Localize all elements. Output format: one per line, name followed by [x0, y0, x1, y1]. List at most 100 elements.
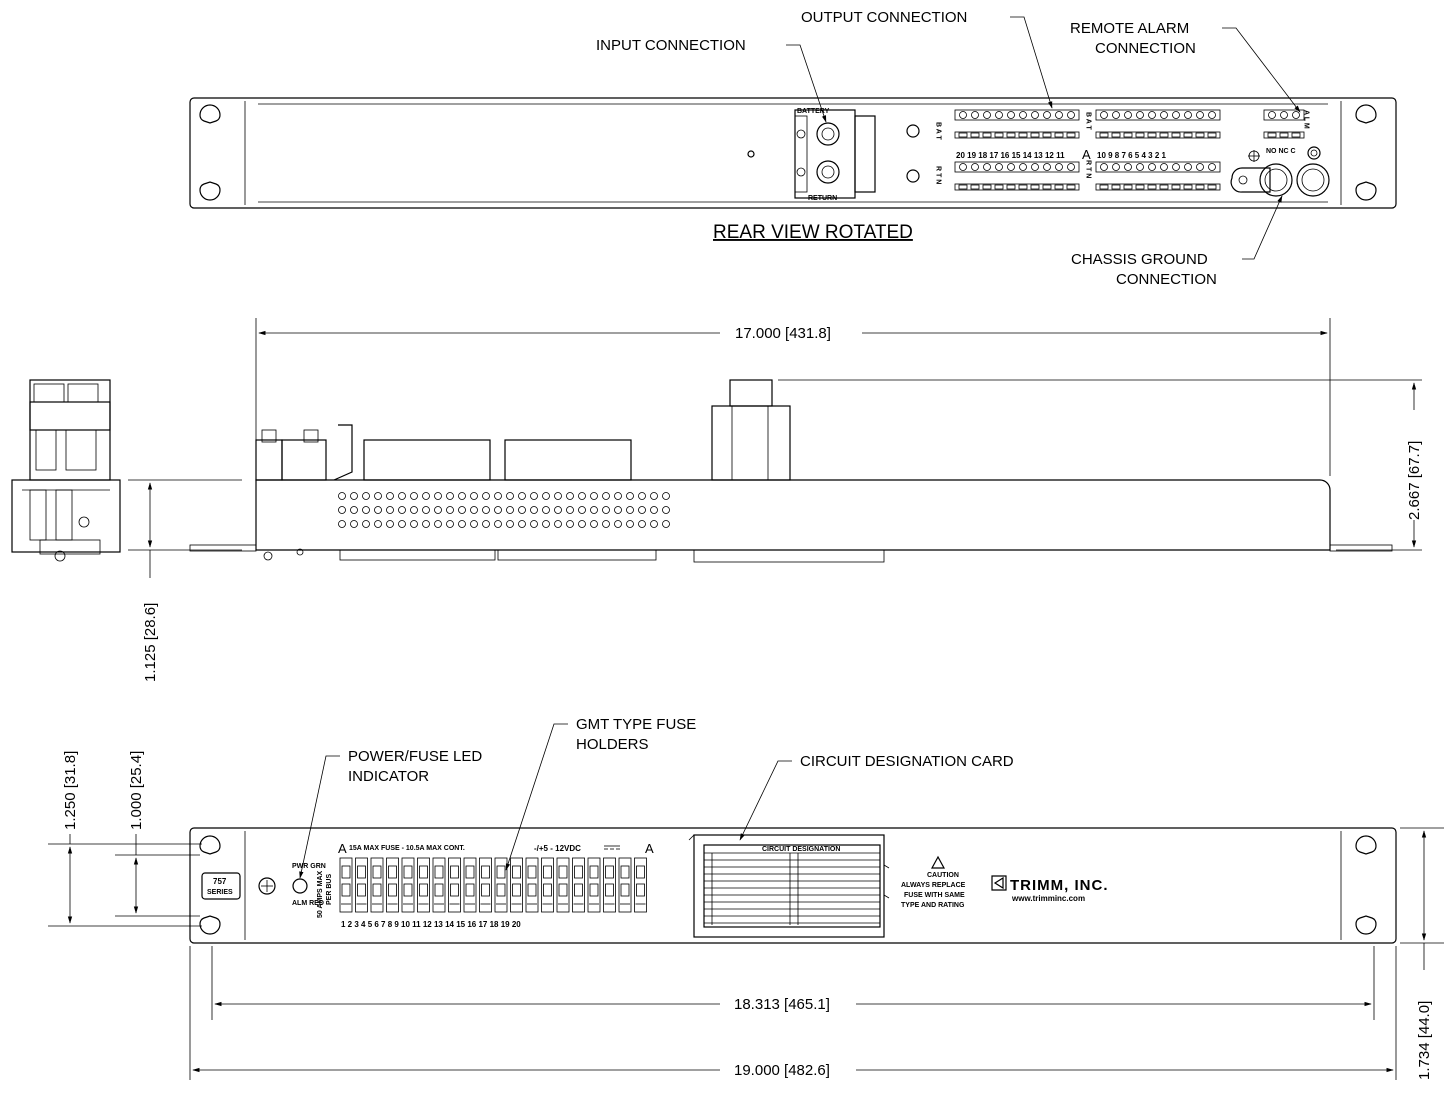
mount-slot [1355, 835, 1377, 855]
fuse-holder-window [636, 865, 645, 879]
card-rows [704, 852, 880, 925]
fuse-holder-window [636, 883, 645, 897]
led-callout-2: INDICATOR [348, 768, 429, 785]
front-view: 757 SERIES PWR GRN ALM RED 50 AMPS MAX P… [48, 716, 1444, 1080]
input-terminal-block: BATTERY RETURN [794, 108, 876, 202]
vent-hole [398, 506, 406, 514]
terminal-screw [1007, 111, 1015, 119]
terminal-screw [983, 163, 991, 171]
terminal-slot [1054, 132, 1064, 138]
terminal-wire-row [954, 183, 1080, 191]
mount-slot [199, 104, 221, 124]
vent-hole [638, 506, 646, 514]
terminal-slot [982, 132, 992, 138]
vent-hole [602, 492, 610, 500]
terminal-screw-row [1263, 109, 1305, 121]
front-panel-outline [189, 827, 1397, 944]
fuse-holder [634, 857, 647, 913]
fuse-holder [618, 857, 632, 913]
vent-hole [398, 520, 406, 528]
vent-hole [650, 492, 658, 500]
fuse-holder-window [620, 865, 630, 879]
fuse-callout-2: HOLDERS [576, 736, 649, 753]
fuse-holder [417, 857, 430, 913]
vent-hole [350, 492, 358, 500]
vent-hole [458, 520, 466, 528]
vent-hole [542, 520, 550, 528]
trimm-logo-icon [991, 875, 1007, 891]
vent-hole [638, 492, 646, 500]
terminal-slot [1291, 132, 1301, 138]
terminal-slot [958, 184, 968, 190]
terminal-slot [1018, 132, 1028, 138]
terminal-slot [1111, 132, 1121, 138]
fuse-holder [370, 857, 384, 913]
chassis-ground-label-2: CONNECTION [1116, 271, 1217, 288]
fuse-holder [572, 857, 585, 913]
terminal-slot [1207, 132, 1217, 138]
fuse-holder-window [543, 883, 552, 897]
vent-hole [338, 506, 346, 514]
vent-hole [518, 492, 526, 500]
vent-hole [578, 492, 586, 500]
card-title: CIRCUIT DESIGNATION [762, 846, 840, 853]
vent-hole [350, 506, 358, 514]
terminal-slot [1099, 132, 1109, 138]
caution-label: CAUTION [927, 872, 959, 879]
terminal-screw [983, 111, 991, 119]
terminal-wire-row [1095, 131, 1221, 139]
terminal-screw [1100, 111, 1108, 119]
vent-hole [566, 492, 574, 500]
fuse-holder [463, 857, 477, 913]
fuse-holder-window [357, 865, 366, 879]
terminal-slot [994, 184, 1004, 190]
fuse-holder-window [481, 883, 490, 897]
terminal-slot [1195, 132, 1205, 138]
output-connection-label: OUTPUT CONNECTION [801, 9, 967, 26]
circuit-designation-card: CIRCUIT DESIGNATION [688, 834, 890, 938]
terminal-slot [1030, 184, 1040, 190]
fuse-callout-1: GMT TYPE FUSE [576, 716, 696, 733]
terminal-slot [1123, 132, 1133, 138]
vent-hole [362, 492, 370, 500]
side-view: 17.000 [431.8] 2.667 [67.7] 1.125 [28.6] [128, 318, 1423, 682]
terminal-screw [1160, 111, 1168, 119]
vent-hole [506, 492, 514, 500]
terminal-screw [1100, 163, 1108, 171]
terminal-screw [1172, 111, 1180, 119]
vent-hole [602, 506, 610, 514]
fuse-holder-window [605, 883, 614, 897]
terminal-slot [1171, 132, 1181, 138]
height-dim-2: 1.000 [25.4] [128, 751, 145, 830]
vent-hole [386, 492, 394, 500]
vent-hole [662, 520, 670, 528]
vent-hole [374, 506, 382, 514]
vent-hole [410, 520, 418, 528]
end-view [11, 379, 121, 562]
vent-hole [518, 520, 526, 528]
mount-slot [199, 915, 221, 935]
vent-hole [662, 492, 670, 500]
led-indicator [292, 878, 308, 894]
alm-label: A L M [1303, 110, 1310, 129]
vent-hole [422, 506, 430, 514]
fuse-holder-window [558, 865, 568, 879]
terminal-screw-row [954, 109, 1080, 121]
vent-hole [614, 520, 622, 528]
terminal-slot [1006, 184, 1016, 190]
vent-hole [554, 506, 562, 514]
terminal-wire-row [954, 131, 1080, 139]
input-block-side [711, 379, 791, 481]
terminal-slot [1018, 184, 1028, 190]
fuse-holder-window [388, 883, 397, 897]
series-badge [201, 872, 241, 900]
output-numbers-left: 20 19 18 17 16 15 14 13 12 11 [956, 151, 1065, 160]
fuse-holder-window [496, 883, 506, 897]
vent-hole [578, 506, 586, 514]
terminal-screw [1148, 163, 1156, 171]
terminal-screw [1055, 111, 1063, 119]
vent-hole [578, 520, 586, 528]
vent-hole [626, 492, 634, 500]
terminal-slot [1042, 184, 1052, 190]
